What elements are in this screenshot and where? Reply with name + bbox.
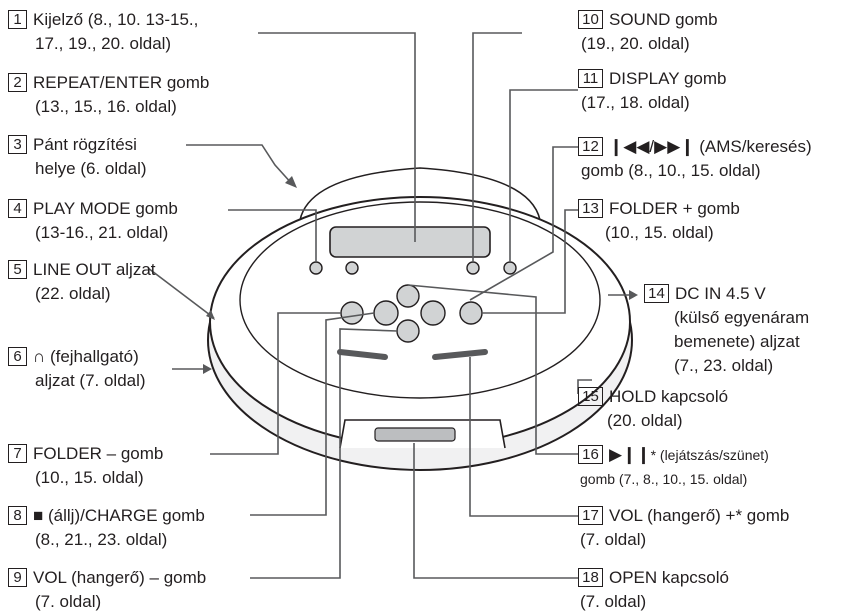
callout-number: 10: [578, 10, 603, 29]
callout-label-2: (7. oldal): [580, 530, 647, 549]
callout-label: LINE OUT aljzat: [33, 260, 156, 279]
callout-label-2: helye (6. oldal): [35, 159, 147, 178]
callout-label: OPEN kapcsoló: [609, 568, 729, 587]
callout-10: 10 SOUND gomb (19., 20. oldal): [578, 8, 718, 56]
folder-minus-button[interactable]: [340, 301, 364, 325]
callout-label: * (lejátszás/szünet): [650, 447, 769, 463]
leader-lines: [147, 32, 632, 579]
callout-5: 5 LINE OUT aljzat (22. oldal): [8, 258, 156, 306]
callout-label: REPEAT/ENTER gomb: [33, 73, 210, 92]
callout-label: ■ (állj)/CHARGE gomb: [33, 506, 205, 525]
vol-plus-button[interactable]: [420, 300, 446, 326]
callout-label-4: (7., 23. oldal): [674, 356, 774, 375]
callout-label-2: (20. oldal): [607, 411, 683, 430]
callout-label-2: (7. oldal): [35, 592, 102, 611]
callout-number: 6: [8, 347, 27, 366]
callout-number: 11: [578, 69, 603, 88]
callout-3: 3 Pánt rögzítési helye (6. oldal): [8, 133, 147, 181]
callout-number: 17: [578, 506, 603, 525]
open-switch[interactable]: [374, 427, 456, 442]
stop-charge-button[interactable]: [373, 300, 399, 326]
play-pause-glyph: ▶❙❙: [609, 445, 651, 464]
callout-label-2: (13., 15., 16. oldal): [35, 97, 177, 116]
callout-18: 18 OPEN kapcsoló (7. oldal): [578, 566, 729, 614]
callout-8: 8 ■ (állj)/CHARGE gomb (8., 21., 23. olda…: [8, 504, 205, 552]
callout-label-2: (7. oldal): [580, 592, 647, 611]
callout-number: 7: [8, 444, 27, 463]
callout-label-2: gomb (8., 10., 15. oldal): [581, 161, 761, 180]
callout-label: FOLDER + gomb: [609, 199, 740, 218]
callout-6: 6 ∩ (fejhallgató) aljzat (7. oldal): [8, 345, 146, 393]
callout-number: 9: [8, 568, 27, 587]
callout-7: 7 FOLDER – gomb (10., 15. oldal): [8, 442, 163, 490]
callout-label-2: (17., 18. oldal): [581, 93, 690, 112]
display-button[interactable]: [503, 261, 517, 275]
callout-number: 1: [8, 10, 27, 29]
callout-number: 14: [644, 284, 669, 303]
callout-label-3: bemenete) aljzat: [674, 332, 800, 351]
display-window: [329, 226, 491, 258]
callout-label-2: (13-16., 21. oldal): [35, 223, 169, 242]
callout-15: 15 HOLD kapcsoló (20. oldal): [578, 385, 728, 433]
callout-label-2: aljzat (7. oldal): [35, 371, 146, 390]
callout-9: 9 VOL (hangerő) – gomb (7. oldal): [8, 566, 206, 614]
callout-2: 2 REPEAT/ENTER gomb (13., 15., 16. oldal): [8, 71, 209, 119]
callout-14: 14 DC IN 4.5 V (külső egyenáram bemenete)…: [644, 282, 809, 378]
callout-label: DISPLAY gomb: [609, 69, 727, 88]
callout-label-2: (8., 21., 23. oldal): [35, 530, 168, 549]
callout-17: 17 VOL (hangerő) +* gomb (7. oldal): [578, 504, 789, 552]
callout-label: ❙◀◀/▶▶❙ (AMS/keresés): [609, 137, 812, 156]
callout-label-2: (22. oldal): [35, 284, 111, 303]
sound-button[interactable]: [466, 261, 480, 275]
callout-13: 13 FOLDER + gomb (10., 15. oldal): [578, 197, 740, 245]
callout-label-2: 17., 19., 20. oldal): [35, 34, 172, 53]
callout-11: 11 DISPLAY gomb (17., 18. oldal): [578, 67, 727, 115]
play-pause-button[interactable]: [396, 284, 420, 308]
callout-label-2: (19., 20. oldal): [581, 34, 690, 53]
repeat-enter-button[interactable]: [345, 261, 359, 275]
cd-player-illustration: [207, 167, 633, 471]
callout-number: 4: [8, 199, 27, 218]
callout-number: 5: [8, 260, 27, 279]
callout-number: 15: [578, 387, 603, 406]
callout-label-2: (10., 15. oldal): [35, 468, 144, 487]
play-mode-button[interactable]: [309, 261, 323, 275]
callout-label: VOL (hangerő) – gomb: [33, 568, 207, 587]
button-group: [309, 261, 517, 343]
callout-label-2: gomb (7., 8., 10., 15. oldal): [580, 471, 748, 487]
callout-label: Kijelző (8., 10. 13-15.,: [33, 10, 199, 29]
callout-4: 4 PLAY MODE gomb (13-16., 21. oldal): [8, 197, 178, 245]
callout-label-2: (10., 15. oldal): [605, 223, 714, 242]
callout-16: 16 ▶❙❙* (lejátszás/szünet) gomb (7., 8., …: [578, 443, 769, 491]
callout-label: Pánt rögzítési: [33, 135, 137, 154]
callout-label: FOLDER – gomb: [33, 444, 164, 463]
callout-number: 2: [8, 73, 27, 92]
callout-number: 18: [578, 568, 603, 587]
callout-label: VOL (hangerő) +* gomb: [609, 506, 790, 525]
vol-minus-button[interactable]: [396, 319, 420, 343]
callout-label: HOLD kapcsoló: [609, 387, 729, 406]
callout-12: 12 ❙◀◀/▶▶❙ (AMS/keresés) gomb (8., 10., 1…: [578, 135, 812, 183]
callout-number: 13: [578, 199, 603, 218]
callout-label: PLAY MODE gomb: [33, 199, 178, 218]
callout-number: 16: [578, 445, 603, 464]
callout-label-2: (külső egyenáram: [674, 308, 810, 327]
callout-label: SOUND gomb: [609, 10, 718, 29]
callout-1: 1 Kijelző (8., 10. 13-15., 17., 19., 20. …: [8, 8, 198, 56]
arrowheads: [203, 176, 638, 374]
callout-number: 8: [8, 506, 27, 525]
callout-number: 12: [578, 137, 603, 156]
callout-label: DC IN 4.5 V: [675, 284, 766, 303]
headphones-label: ∩ (fejhallgató): [33, 347, 139, 366]
folder-plus-button[interactable]: [459, 301, 483, 325]
callout-number: 3: [8, 135, 27, 154]
